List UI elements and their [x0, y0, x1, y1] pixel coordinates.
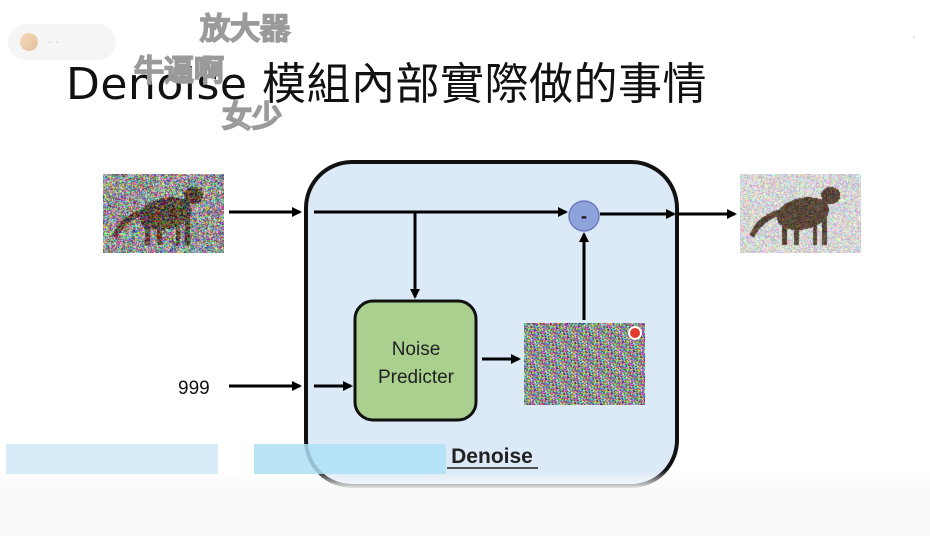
danmaku-comment: 牛逼啊 — [133, 53, 224, 89]
slide-title: Denoise 模組內部實際做的事情 — [66, 59, 707, 110]
subtitle-bar-gap — [222, 444, 252, 474]
step-label: 999 — [178, 378, 210, 399]
danmaku-comment: 女少 — [221, 99, 282, 135]
noise-predicter-label-2: Predicter — [378, 367, 455, 388]
noisy-input-image — [103, 174, 224, 253]
noise-predicter-box — [353, 299, 478, 422]
subtitle-bar — [6, 444, 218, 474]
predicted-noise-image — [524, 323, 645, 405]
app-icon — [20, 33, 38, 51]
subtract-symbol: - — [581, 206, 587, 226]
pill-text: · · — [48, 35, 59, 49]
danmaku-comment: 放大器 — [199, 11, 290, 47]
corner-icon[interactable]: · — [911, 30, 916, 46]
user-pill[interactable]: · · — [8, 24, 116, 60]
location-pin-icon — [628, 326, 642, 340]
noise-predicter-label-1: Noise — [392, 339, 441, 360]
denoised-output-image — [740, 174, 861, 253]
subtract-node — [568, 200, 600, 232]
subtitle-bar-highlight — [254, 444, 446, 474]
subtitle-area — [0, 470, 930, 536]
